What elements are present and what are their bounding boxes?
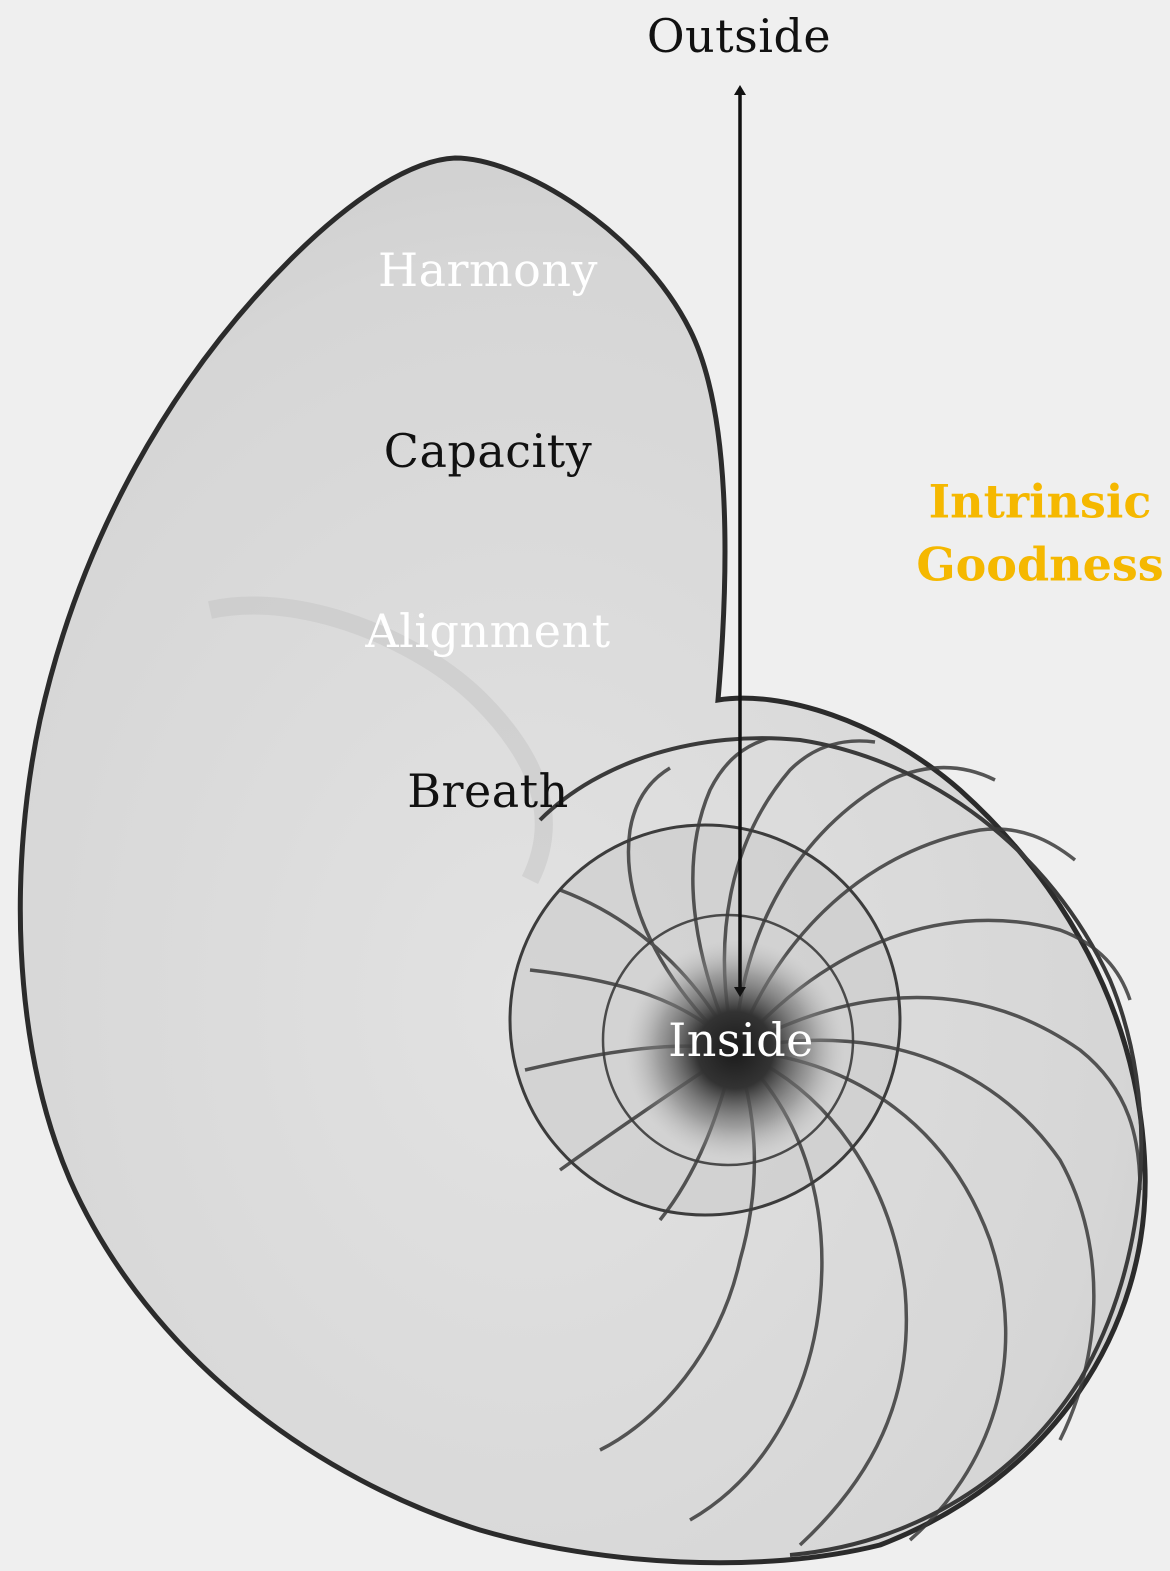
callout-line-1: Intrinsic [900, 471, 1170, 534]
shell-body [20, 158, 1145, 1563]
outside-label: Outside [647, 13, 831, 59]
layer-label-harmony: Harmony [378, 247, 598, 293]
inside-label: Inside [668, 1017, 814, 1063]
layer-label-alignment: Alignment [365, 608, 610, 654]
intrinsic-goodness-callout: Intrinsic Goodness [900, 471, 1170, 598]
layer-label-capacity: Capacity [384, 428, 592, 474]
callout-line-2: Goodness [900, 534, 1170, 597]
layer-label-breath: Breath [407, 768, 569, 814]
